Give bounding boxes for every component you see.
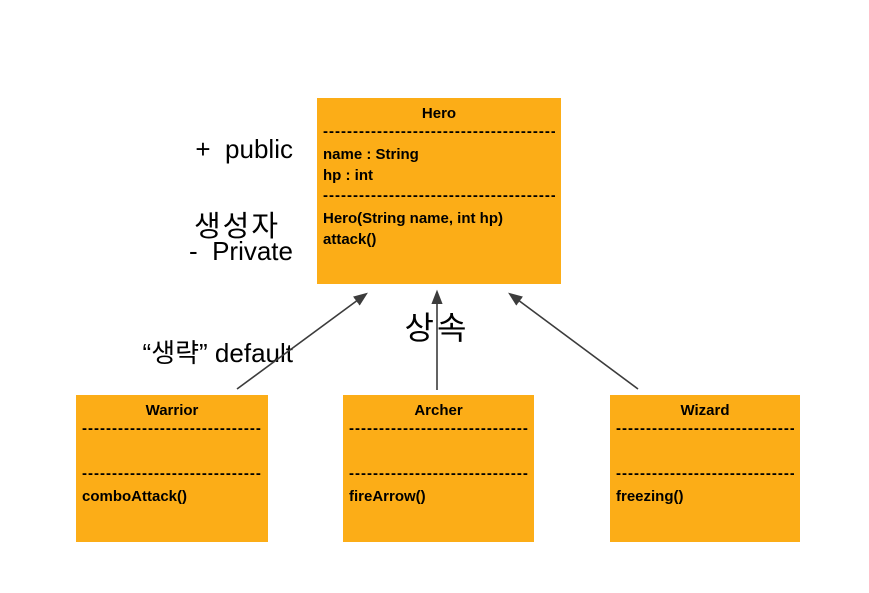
- class-box-warrior: Warrior --------------------------------…: [76, 395, 268, 542]
- methods-section: comboAttack(): [82, 486, 262, 507]
- method: comboAttack(): [82, 488, 188, 505]
- attributes-section-empty: [349, 435, 528, 464]
- method: attack(): [323, 231, 377, 248]
- attributes-section-empty: [616, 435, 794, 464]
- method: Hero(String name, int hp): [323, 210, 503, 227]
- separator-line: ----------------------------------------…: [349, 423, 528, 435]
- legend-line-default: “생략” default: [142, 338, 293, 368]
- separator-line: ----------------------------------------…: [323, 190, 555, 202]
- class-title: Warrior: [145, 402, 199, 419]
- class-box-hero: Hero -----------------------------------…: [317, 98, 561, 284]
- separator-line: ----------------------------------------…: [323, 126, 555, 138]
- inheritance-arrow-warrior: [236, 292, 368, 390]
- separator-line: ----------------------------------------…: [82, 468, 262, 480]
- attributes-section-empty: [82, 435, 262, 464]
- class-title: Hero: [421, 105, 457, 122]
- methods-section: freezing(): [616, 486, 794, 507]
- methods-section: fireArrow(): [349, 486, 528, 507]
- visibility-legend: + public - Private “생략” default: [50, 64, 293, 438]
- legend-line-public: + public: [195, 134, 293, 164]
- constructor-label: 생성자: [194, 211, 281, 243]
- separator-line: ----------------------------------------…: [616, 423, 794, 435]
- method: fireArrow(): [349, 488, 426, 505]
- inheritance-arrow-wizard: [508, 292, 639, 390]
- attributes-section: name : String hp : int: [323, 144, 555, 186]
- attribute: hp : int: [323, 167, 373, 184]
- class-box-archer: Archer ---------------------------------…: [343, 395, 534, 542]
- separator-line: ----------------------------------------…: [349, 468, 528, 480]
- separator-line: ----------------------------------------…: [616, 468, 794, 480]
- separator-line: ----------------------------------------…: [82, 423, 262, 435]
- inheritance-label: 상속: [404, 310, 470, 346]
- class-title: Wizard: [680, 402, 730, 419]
- methods-section: Hero(String name, int hp) attack(): [323, 208, 555, 250]
- class-title: Archer: [414, 402, 463, 419]
- method: freezing(): [616, 488, 684, 505]
- legend-line-private: - Private: [188, 236, 293, 266]
- attribute: name : String: [323, 146, 419, 163]
- class-box-wizard: Wizard ---------------------------------…: [610, 395, 800, 542]
